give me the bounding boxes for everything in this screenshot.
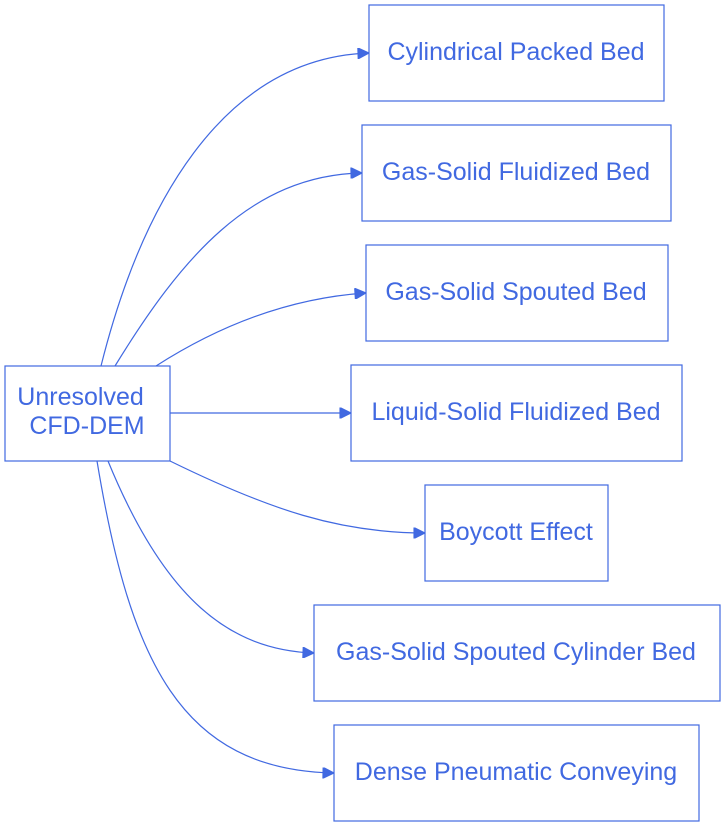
node-source-label: Unresolved CFD-DEM xyxy=(17,383,150,440)
edge-to-boycott-effect xyxy=(169,460,425,533)
node-box xyxy=(368,4,665,102)
node-label: Gas-Solid Fluidized Bed xyxy=(382,158,650,186)
node-label: Dense Pneumatic Conveying xyxy=(355,758,677,786)
node-box xyxy=(424,484,609,582)
node-source-line-2: CFD-DEM xyxy=(29,412,144,440)
node-label: Gas-Solid Spouted Bed xyxy=(385,278,646,306)
node-box xyxy=(313,604,721,702)
edge-to-dense-pneumatic-conveying xyxy=(96,460,334,773)
node-box xyxy=(333,724,700,822)
edge-to-gas-solid-spouted-cylinder-bed xyxy=(107,460,314,653)
node-boycott-effect[interactable]: Boycott Effect xyxy=(424,484,609,582)
node-source-line-1: Unresolved xyxy=(17,383,143,411)
node-label: Gas-Solid Spouted Cylinder Bed xyxy=(336,638,696,666)
node-label: Cylindrical Packed Bed xyxy=(387,38,644,66)
node-source[interactable]: Unresolved CFD-DEM xyxy=(4,365,171,462)
edge-to-cylindrical-packed-bed xyxy=(100,53,369,367)
node-box xyxy=(361,124,672,222)
node-gas-solid-spouted-cylinder-bed[interactable]: Gas-Solid Spouted Cylinder Bed xyxy=(313,604,721,702)
node-box xyxy=(365,244,669,342)
node-box xyxy=(350,364,683,462)
edge-to-gas-solid-fluidized-bed xyxy=(114,173,362,367)
node-source-box xyxy=(4,365,171,462)
node-liquid-solid-fluidized-bed[interactable]: Liquid-Solid Fluidized Bed xyxy=(350,364,683,462)
node-gas-solid-spouted-bed[interactable]: Gas-Solid Spouted Bed xyxy=(365,244,669,342)
node-label: Boycott Effect xyxy=(439,518,593,546)
node-cylindrical-packed-bed[interactable]: Cylindrical Packed Bed xyxy=(368,4,665,102)
edges xyxy=(96,53,425,773)
node-gas-solid-fluidized-bed[interactable]: Gas-Solid Fluidized Bed xyxy=(361,124,672,222)
edge-to-gas-solid-spouted-bed xyxy=(155,293,366,367)
node-dense-pneumatic-conveying[interactable]: Dense Pneumatic Conveying xyxy=(333,724,700,822)
node-label: Liquid-Solid Fluidized Bed xyxy=(371,398,660,426)
